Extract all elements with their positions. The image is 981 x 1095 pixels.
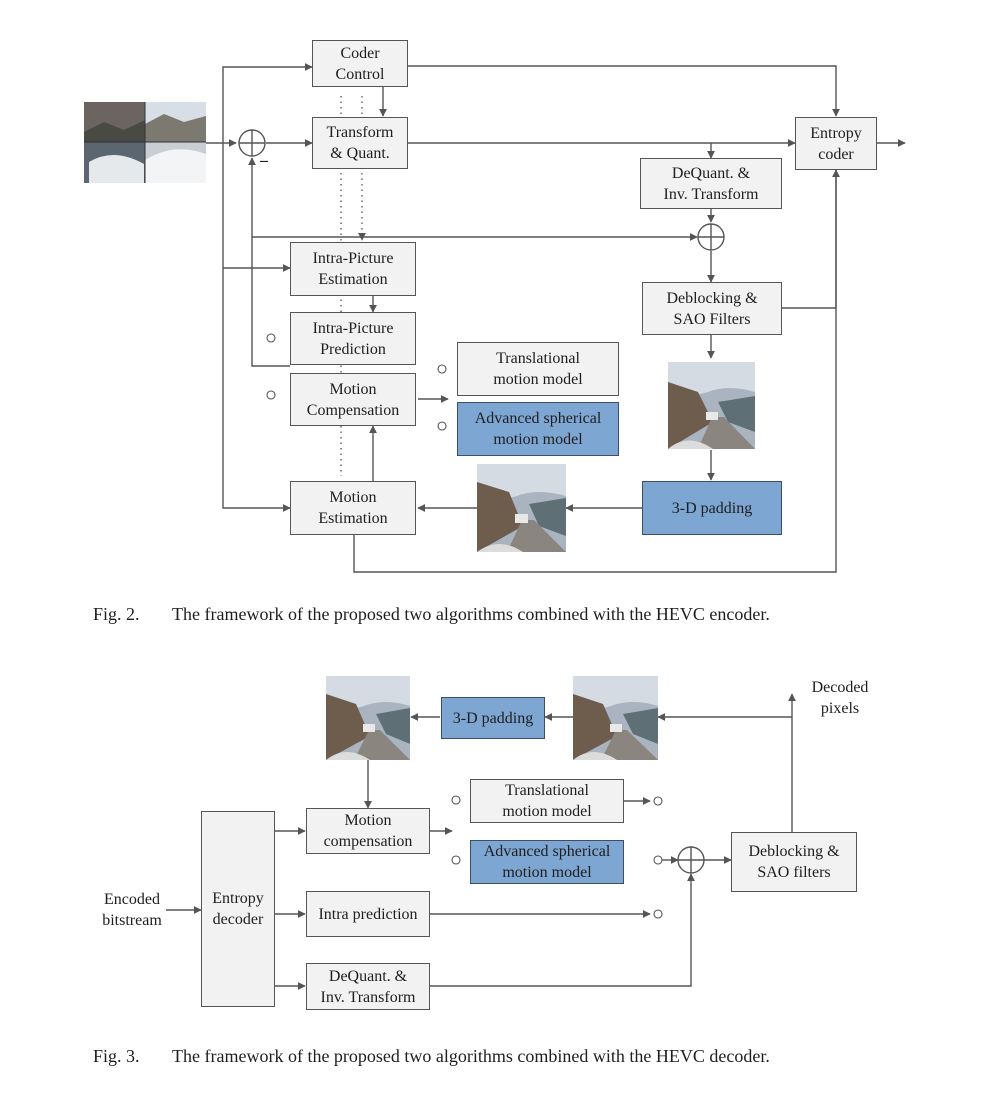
- decoder-advanced-spherical-motion-model-block: Advanced spherical motion model: [470, 840, 624, 884]
- padded-reference-frame-image: [477, 464, 566, 552]
- input-360-frame-image: [84, 102, 206, 183]
- decoded-frame-image-right: [573, 676, 658, 760]
- intra-picture-prediction-block: Intra-Picture Prediction: [290, 312, 416, 365]
- fig2-caption-number: Fig. 2.: [93, 604, 140, 624]
- entropy-decoder-block: Entropy decoder: [201, 811, 275, 1007]
- reconstructed-frame-image: [668, 362, 755, 449]
- fig3-caption-text: The framework of the proposed two algori…: [172, 1046, 770, 1066]
- decoder-motion-compensation-block: Motion compensation: [306, 808, 430, 854]
- dequant-inv-transform-block: DeQuant. & Inv. Transform: [640, 158, 782, 209]
- encoded-bitstream-label: Encoded bitstream: [102, 891, 162, 929]
- decoder-translational-motion-model-block: Translational motion model: [470, 779, 624, 823]
- fig3-caption-number: Fig. 3.: [93, 1046, 140, 1066]
- minus-sign: –: [260, 152, 268, 169]
- intra-prediction-block: Intra prediction: [306, 891, 430, 937]
- motion-estimation-block: Motion Estimation: [290, 481, 416, 535]
- decoder-deblocking-sao-block: Deblocking & SAO filters: [731, 832, 857, 892]
- motion-compensation-block: Motion Compensation: [290, 373, 416, 426]
- 3d-padding-block: 3-D padding: [642, 481, 782, 535]
- reference-frame-image-left: [326, 676, 410, 760]
- translational-motion-model-block: Translational motion model: [457, 342, 619, 396]
- decoder-dequant-inv-transform-block: DeQuant. & Inv. Transform: [306, 963, 430, 1010]
- entropy-coder-block: Entropy coder: [795, 117, 877, 170]
- decoded-pixels-label: Decoded pixels: [811, 679, 869, 717]
- advanced-spherical-motion-model-block: Advanced spherical motion model: [457, 402, 619, 456]
- fig2-caption-text: The framework of the proposed two algori…: [172, 604, 770, 624]
- intra-picture-estimation-block: Intra-Picture Estimation: [290, 242, 416, 296]
- decoder-3d-padding-block: 3-D padding: [441, 697, 545, 739]
- transform-quant-block: Transform & Quant.: [312, 117, 408, 169]
- coder-control-block: Coder Control: [312, 40, 408, 87]
- deblocking-sao-block: Deblocking & SAO Filters: [642, 282, 782, 335]
